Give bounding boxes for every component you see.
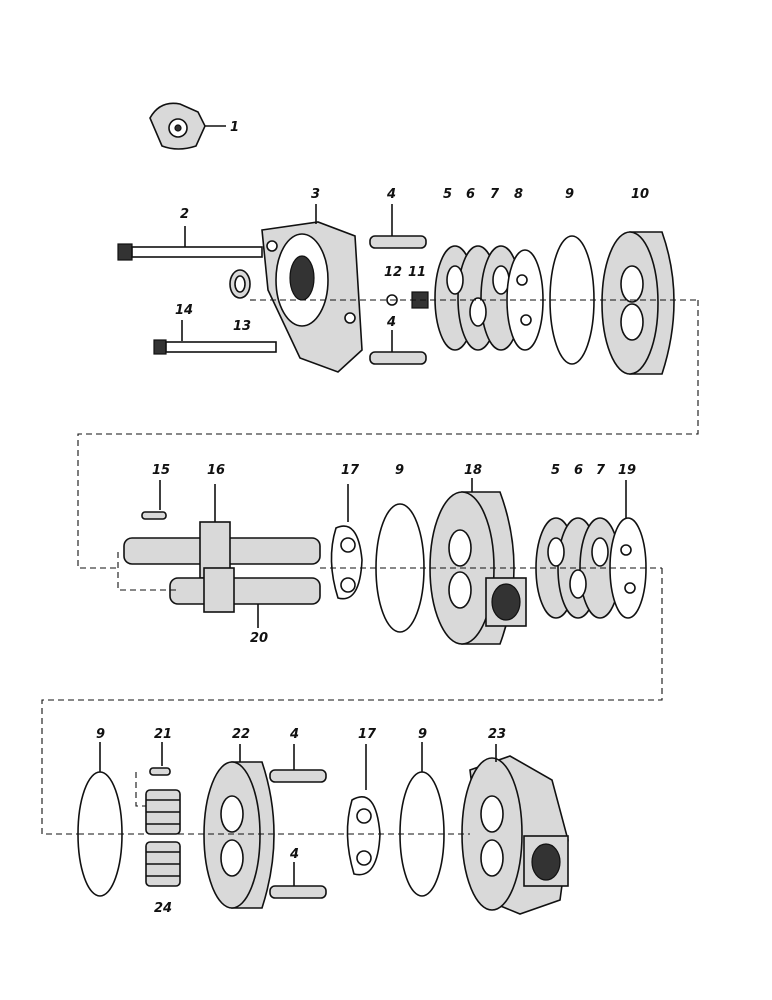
- figure8-gasket-lower-part: [346, 744, 381, 876]
- callout-19: 19: [618, 463, 636, 478]
- dowel-pin-upper-part: [369, 204, 427, 249]
- callout-9-c: 9: [96, 727, 105, 742]
- callout-9-a: 9: [565, 187, 574, 202]
- dowel-pin-row3-lower-part: [269, 862, 327, 899]
- short-bolt-part: [153, 320, 277, 355]
- shaft-bracket-lines: [117, 552, 176, 591]
- callout-3: 3: [311, 187, 320, 202]
- callout-24: 24: [154, 901, 172, 916]
- gasket-plate-lower-part: [609, 480, 647, 619]
- callout-14: 14: [175, 303, 193, 318]
- callout-6-b: 6: [574, 463, 583, 478]
- callout-20: 20: [250, 631, 268, 646]
- callout-15: 15: [152, 463, 170, 478]
- pump-gear-pair-part: [145, 789, 181, 887]
- figure8-gasket-upper-part: [330, 484, 363, 600]
- callout-4-c: 4: [289, 727, 299, 742]
- drive-gear-shaft-part: [123, 484, 321, 579]
- front-cover-part: [261, 204, 363, 373]
- callout-4-a: 4: [386, 187, 396, 202]
- callout-7-b: 7: [596, 463, 606, 478]
- shaft-key-upper-part: [141, 480, 167, 520]
- callout-1: 1: [230, 120, 239, 135]
- callout-9-d: 9: [418, 727, 427, 742]
- callout-6-a: 6: [466, 187, 475, 202]
- callout-8: 8: [514, 187, 523, 202]
- callout-18: 18: [464, 463, 482, 478]
- o-ring-lower-right-part: [399, 742, 445, 897]
- long-bolt-part: [117, 226, 263, 261]
- callout-11: 11: [408, 265, 426, 280]
- assembled-pump-thumbnail: [149, 102, 226, 150]
- wear-plate-group-upper: [434, 245, 522, 351]
- callout-10: 10: [631, 187, 649, 202]
- assembly-path-row1: [77, 299, 699, 569]
- gear-housing-lower-part: [203, 744, 275, 909]
- center-housing-part: [429, 478, 527, 645]
- dowel-pin-row3-upper-part: [269, 744, 327, 783]
- o-ring-lower-left-part: [77, 742, 123, 897]
- callout-17-a: 17: [341, 463, 360, 478]
- callout-13: 13: [233, 319, 251, 334]
- callout-4-b: 4: [386, 315, 396, 330]
- dowel-pin-lower-part: [369, 330, 427, 365]
- callout-12: 12: [384, 265, 402, 280]
- shaft-seal-part: [229, 269, 251, 299]
- callout-5-a: 5: [443, 187, 452, 202]
- callout-9-b: 9: [395, 463, 404, 478]
- callout-21: 21: [154, 727, 172, 742]
- callout-23: 23: [488, 727, 506, 742]
- rear-cover-part: [461, 744, 569, 915]
- callout-16: 16: [207, 463, 225, 478]
- assembly-path-row2: [41, 567, 663, 835]
- driven-gear-shaft-part: [169, 567, 321, 628]
- callout-17-b: 17: [358, 727, 377, 742]
- callout-2: 2: [180, 207, 189, 222]
- callout-4-d: 4: [289, 847, 299, 862]
- gear-housing-upper-part: [601, 231, 675, 375]
- callout-22: 22: [232, 727, 250, 742]
- callout-5-b: 5: [551, 463, 560, 478]
- wear-plate-group-lower: [535, 517, 621, 619]
- callout-7-a: 7: [490, 187, 500, 202]
